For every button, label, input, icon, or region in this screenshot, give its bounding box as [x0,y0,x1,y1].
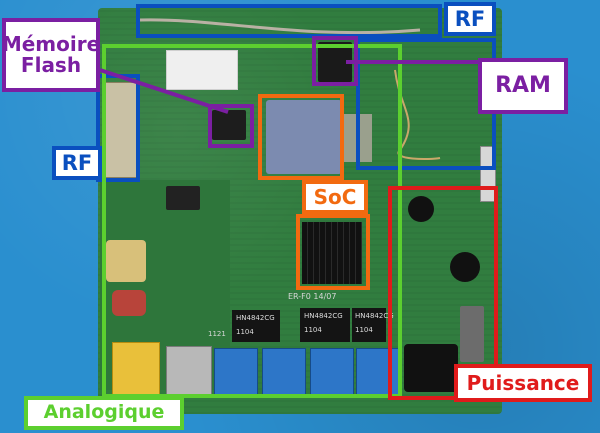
ethernet-chip-1: HN4842CG 1104 [232,310,280,342]
memoire-flash-label: Mémoire Flash [2,18,100,92]
soc-label: SoC [302,180,368,214]
bottom-code: ER-F0 14/07 [288,292,337,301]
component-yellow [106,240,146,282]
phone-port-yellow [112,342,160,396]
puissance-box [388,186,498,400]
label-sticker [166,50,238,90]
power-jack [404,344,458,392]
analogique-box [102,44,402,398]
chip1-label: HN4842CG [236,314,275,322]
rf-left-label: RF [52,146,102,180]
flash-line: Flash [20,53,82,77]
soc-outer-box [258,94,344,180]
wan-port-gray [166,346,212,396]
lan-port-3 [310,348,354,396]
analogique-label: Analogique [24,396,184,430]
inductor-1 [408,196,434,222]
ethernet-chip-3: HN4842CG 1104 [352,308,394,342]
ram-label: RAM [478,58,568,114]
rf-top-label: RF [444,2,496,36]
lan-port-4 [356,348,400,396]
soc-shield-plate [266,100,342,174]
rf-top-box [136,4,442,38]
ethernet-chip-2: HN4842CG 1104 [300,308,350,342]
memoire-flash-box [208,104,254,148]
component-red [112,290,146,316]
chip2-label: HN4842CG [304,312,343,320]
power-switch [460,306,484,362]
inductor-2 [450,252,480,282]
puissance-label: Puissance [454,364,592,402]
flash-chip [212,110,246,140]
chip1-code: 1104 [236,328,254,336]
chip3-label: HN4842CG [355,312,394,320]
small-code: 1121 [208,330,226,338]
soc-chip [302,222,362,284]
memoire-line: Mémoire [1,32,101,56]
chip3-code: 1104 [355,326,373,334]
component-dark [166,186,200,210]
chip2-code: 1104 [304,326,322,334]
